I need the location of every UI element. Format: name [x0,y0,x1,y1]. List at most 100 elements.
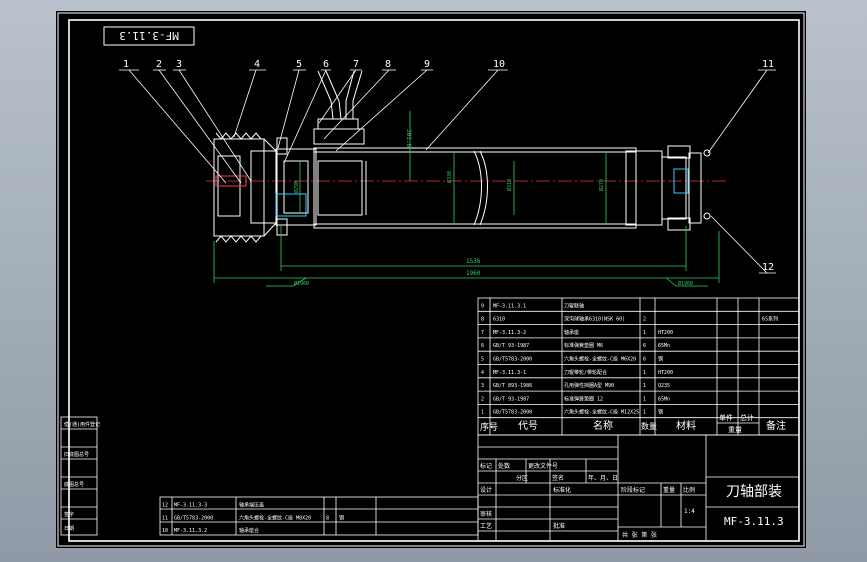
dim-dia-inner: Ø290 [293,181,300,193]
bom-cell-no: 8 [481,317,484,323]
shaft-assembly: 1960 1536 301.6 Ø330 Ø310 Ø270 Ø290 Ø196… [206,70,726,287]
dim-hub-right: Ø1960 [678,280,693,287]
bom-cell-qty: 1 [643,383,646,389]
tb-marks: 标记 [480,462,492,470]
side-label-4: 签字 [64,511,74,518]
bom-head-weight: 重量 [728,426,742,434]
dim-hub-left: Ø1960 [294,280,309,287]
drawing-number: MF-3.11.3 [724,515,784,528]
tb-process: 工艺 [480,522,492,530]
bom-cell-no: 3 [481,383,484,389]
bom-cell-name: 标准弹簧垫圈 M6 [564,342,603,349]
left-row-cell-name: 六角头螺栓-全螺纹-C级 M8X20 [239,514,311,521]
bom-head-no: 序号 [480,421,498,433]
side-label-5: 日期 [64,526,74,532]
title-block-labels: 标记 处数 分区 更改文件号 签名 年、月、日 设计 标准化 审核 工艺 批准 … [480,462,784,539]
bom-cell-qty: 6 [643,343,646,349]
bom-cell-code: GB/T5783-2000 [493,357,532,363]
tb-sheets: 共 张 第 张 [622,531,657,539]
balloon-1: 1 [123,59,129,70]
side-label-1: 借(通)用件登记 [64,421,100,428]
bom-cell-qty: 1 [643,370,646,376]
bom-cell-name: 孔用弹性挡圈A型 M90 [564,382,614,389]
bom-cell-material: 钢 [658,356,663,363]
bom-cell-material: 65Mn [658,396,670,402]
left-row-cell-code: MF-3.11.3-3 [174,503,207,509]
tb-design: 设计 [480,486,492,494]
balloon-2: 2 [156,59,162,70]
dim-dia-mid: Ø310 [506,179,513,191]
tb-ratio: 比例 [683,486,695,494]
tb-stage: 阶段标记 [621,486,645,494]
bom-cell-material: HT200 [658,330,673,336]
tb-weight: 重量 [663,486,675,494]
balloon-6: 6 [323,59,329,70]
balloon-7: 7 [353,59,359,70]
tb-standardize: 标准化 [553,486,571,494]
left-row-cell-no: 12 [162,503,168,509]
tb-scale-value: 1:4 [684,508,695,515]
tb-change-doc: 更改文件号 [528,462,558,470]
bom-cell-qty: 6 [643,357,646,363]
left-row-cell-qty: 8 [326,515,329,521]
bom-cell-material: 钢 [658,409,663,416]
bom-head-unit: 单件 [719,413,733,422]
bom-cell-code: GB/T 93-1987 [493,396,529,402]
left-row-cell-code: GB/T5783-2000 [174,515,213,521]
bracket [317,70,363,120]
balloon-10: 10 [493,59,505,70]
balloon-12: 12 [762,262,774,273]
balloon-8: 8 [385,59,391,70]
bom-cell-material: HT200 [658,370,673,376]
bom-cell-qty: 1 [643,330,646,336]
main-tube [313,147,637,229]
bom-cell-qty: 1 [643,396,646,402]
dim-dia-left: Ø330 [446,171,453,183]
dim-length-total: 1960 [466,270,481,277]
bom-cell-no: 2 [481,396,484,402]
bom-cell-no: 6 [481,343,484,349]
bom-cell-name: 深沟球轴承6310(NSK 60) [564,316,625,323]
tb-approve: 批准 [553,522,565,530]
bom-cell-no: 5 [481,357,484,363]
left-row-cell-no: 11 [162,515,168,521]
tb-date: 年、月、日 [588,474,618,482]
outer-frame [57,12,805,547]
tb-count: 处数 [498,462,510,470]
bom-cell-code: GB/T 893-1986 [493,383,532,389]
bom-cell-no: 4 [481,370,484,376]
leader-lines [119,69,776,274]
bom-cell-name: 刀辊联轴 [564,302,584,309]
bom-head-total: 总计 [740,413,754,422]
bom-head-material: 材料 [676,419,696,432]
mirror-number: MF-3.11.3 [119,29,179,42]
left-rows: 12 MF-3.11.3-3 轴承端压盖 11 GB/T5783-2000 六角头螺栓-全… [162,502,344,534]
tb-zone: 分区 [516,474,528,482]
bom-cell-code: GB/T 93-1987 [493,343,529,349]
left-row-cell-name: 轴承端压盖 [239,502,264,509]
drawing-title: 刀轴部装 [726,484,782,500]
bom-cell-material: 65Mn [658,343,670,349]
bom-cell-no: 7 [481,330,484,336]
inner-frame [68,19,800,542]
bom-cell-material: Q235 [658,383,670,389]
bom-cell-code: MF-3.11.3.1 [493,303,526,309]
bom-head-note: 备注 [766,419,786,432]
side-stamp [60,416,98,536]
left-row-cell-name: 轴承座合 [239,527,259,534]
bom-head-qty: 数量 [641,421,657,431]
balloon-11: 11 [762,59,774,70]
bom-cell-note: 6S系列 [762,316,778,323]
dim-dia-right: Ø270 [598,179,605,191]
balloon-4: 4 [254,59,260,70]
bom-cell-code: MF-3.11.3-2 [493,330,526,336]
bom-cell-name: 轴承座 [564,329,579,336]
bom-cell-no: 1 [481,410,484,416]
bom-cell-qty: 1 [643,410,646,416]
bom-head-name: 名称 [593,419,613,432]
bom-cell-code: GB/T5783-2000 [493,410,532,416]
tb-signature: 签名 [552,474,564,482]
left-row-cell-material: 钢 [339,514,344,521]
bom-header: 序号 代号 名称 数量 材料 单件 总计 重量 备注 [480,413,786,434]
left-row-cell-no: 10 [162,528,168,534]
